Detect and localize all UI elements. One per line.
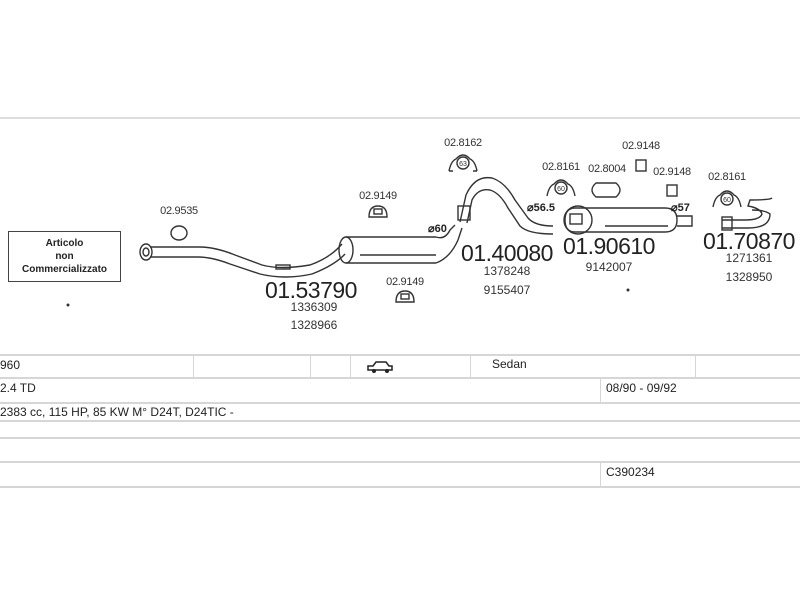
rear-muffler-part [563,205,693,235]
top-divider [0,117,800,119]
exhaust-system-drawing: 63 60 60 [66,154,773,307]
part-number[interactable]: 01.40080 [461,240,553,266]
hanger-63-icon [448,154,478,172]
catalog-code-cell: C390234 [606,465,655,479]
engine-cell: 2.4 TD [0,381,36,395]
s-pipe-part [459,176,554,235]
oem-number: 1271361 [725,251,773,265]
hanger-size-60: 60 [557,186,565,193]
accessory-code[interactable]: 02.9535 [160,205,198,217]
body-type-cell: Sedan [492,357,527,371]
not-sold-line: Commercializzato [21,264,108,275]
hanger-size-60: 60 [723,197,731,204]
oem-number: 1336309 [290,300,338,314]
front-pipe-part [150,243,346,278]
dot [66,303,70,307]
oem-number: 1328966 [290,318,338,332]
oem-number: 1378248 [483,264,531,278]
years-cell: 08/90 - 09/92 [606,381,677,395]
accessory-code[interactable]: 02.8161 [542,161,580,173]
hanger-60-icon [546,179,576,197]
specs-cell: 2383 cc, 115 HP, 85 KW M° D24T, D24TIC - [0,405,234,419]
accessory-code[interactable]: 02.9148 [653,166,691,178]
part-number[interactable]: 01.70870 [703,228,795,254]
clamp-icon [635,159,647,172]
oem-number: 9155407 [483,283,531,297]
model-cell: 960 [0,358,21,372]
intermediate-pipe-part [435,224,463,264]
rubber-hanger-icon [368,205,388,218]
pipe-end [457,205,471,221]
not-sold-line: non [55,251,74,262]
gasket-ring-icon [170,225,188,241]
not-sold-box: Articolo non Commercializzato [8,231,121,282]
accessory-code[interactable]: 02.9149 [386,276,424,288]
clamp-icon [666,184,678,197]
diameter-label: ⌀60 [428,223,447,235]
part-number[interactable]: 01.90610 [563,233,655,259]
oem-number: 9142007 [585,260,633,274]
accessory-code[interactable]: 02.8162 [444,137,482,149]
diameter-label: ⌀56.5 [527,202,556,214]
center-muffler-part [338,236,436,264]
accessory-code[interactable]: 02.9148 [622,140,660,152]
accessory-code[interactable]: 02.8004 [588,163,626,175]
rubber-hanger-icon [395,290,415,303]
front-flange-icon [139,243,153,261]
pipe-tag [275,264,291,270]
tailpipe-part [722,197,773,229]
oval-gasket-icon [591,182,621,198]
part-number[interactable]: 01.53790 [265,277,357,303]
hanger-size-63: 63 [459,161,467,168]
not-sold-line: Articolo [45,238,84,249]
oem-number: 1328950 [725,270,773,284]
accessory-code[interactable]: 02.8161 [708,171,746,183]
hanger-60-icon [712,190,742,208]
accessory-code[interactable]: 02.9149 [359,190,397,202]
dot [626,288,630,292]
diameter-label: ⌀57 [671,202,690,214]
tailpipe-end [721,216,733,231]
car-icon [367,361,393,373]
